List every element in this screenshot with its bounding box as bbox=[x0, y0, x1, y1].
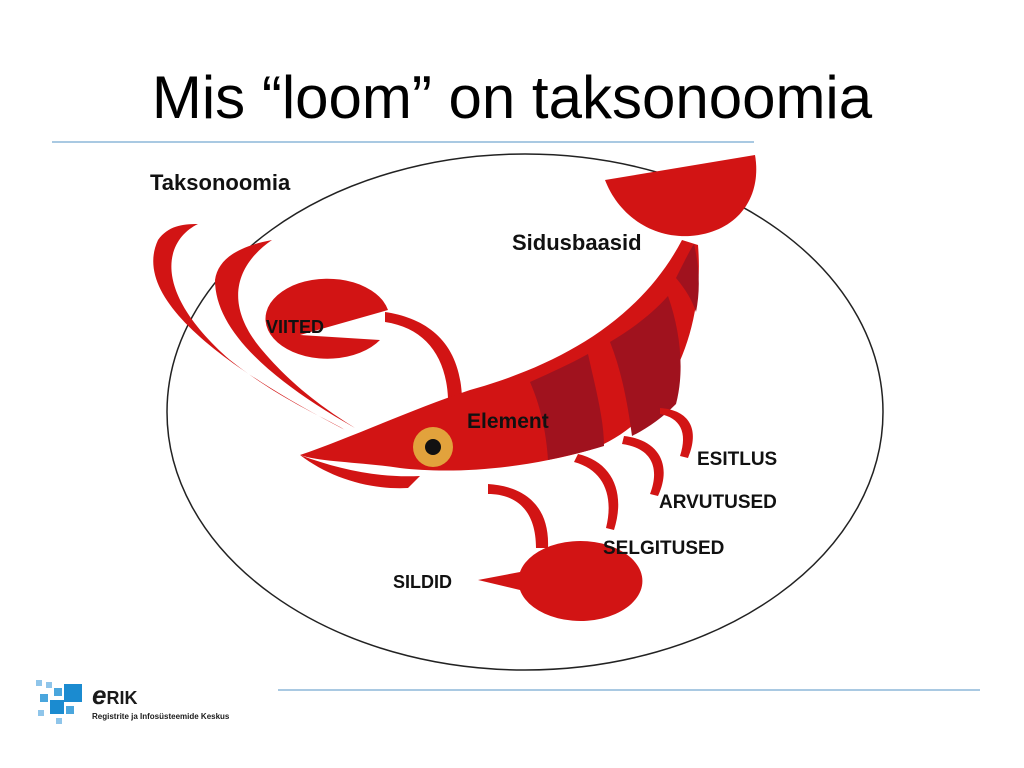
label-taksonoomia: Taksonoomia bbox=[150, 170, 291, 195]
shrimp-snout bbox=[300, 455, 420, 489]
eye-pupil bbox=[425, 439, 441, 455]
bottom-divider bbox=[278, 689, 980, 691]
viited-pincer bbox=[265, 278, 388, 359]
antenna-outer bbox=[153, 224, 345, 430]
label-selgitused: SELGITUSED bbox=[603, 538, 724, 559]
body-segment-1 bbox=[530, 354, 604, 460]
erik-logo: eRIK Registrite ja Infosüsteemide Keskus bbox=[36, 680, 276, 730]
erik-logo-subtitle: Registrite ja Infosüsteemide Keskus bbox=[92, 712, 230, 721]
tail-fan bbox=[605, 155, 757, 237]
top-divider bbox=[52, 141, 754, 143]
label-arvutused: ARVUTUSED bbox=[659, 492, 777, 513]
sildid-pincer bbox=[478, 541, 643, 621]
label-element: Element bbox=[467, 410, 549, 433]
body-segment-2 bbox=[610, 296, 681, 436]
leg-esitlus bbox=[660, 408, 693, 458]
taxonomy-ellipse bbox=[166, 153, 884, 671]
label-viited: VIITED bbox=[266, 317, 324, 337]
erik-logo-name: eRIK bbox=[92, 682, 138, 709]
claw-arm-top bbox=[385, 312, 462, 398]
erik-logo-e: e bbox=[92, 680, 107, 710]
erik-logo-rik: RIK bbox=[106, 688, 138, 708]
label-sildid: SILDID bbox=[393, 572, 452, 592]
body-segment-3 bbox=[676, 244, 699, 312]
antenna-inner bbox=[215, 240, 355, 428]
label-esitlus: ESITLUS bbox=[697, 449, 777, 470]
leg-arvutused bbox=[622, 436, 664, 496]
leg-selgitused bbox=[574, 454, 619, 530]
claw-arm-bottom bbox=[488, 484, 549, 548]
label-sidusbaasid: Sidusbaasid bbox=[512, 230, 642, 255]
slide-title: Mis “loom” on taksonoomia bbox=[151, 64, 873, 131]
erik-logo-icon bbox=[36, 680, 86, 726]
